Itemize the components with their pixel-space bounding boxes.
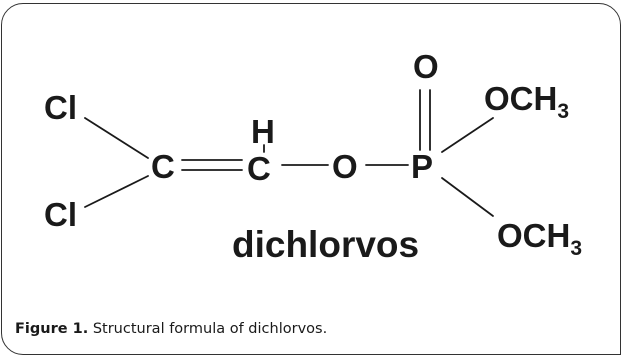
caption-label: Figure 1. [15, 321, 89, 337]
atom-cl-bottom: Cl [44, 196, 77, 233]
atom-ome-bottom: OCH3 [497, 217, 582, 260]
figure-frame [1, 3, 621, 355]
atom-c1: C [151, 148, 175, 185]
atom-p: P [411, 148, 433, 185]
atom-ome-top: OCH3 [484, 80, 569, 123]
bond-p-ome-bottom [441, 177, 494, 217]
atom-h: H [251, 113, 275, 150]
atom-c2: C [247, 150, 271, 187]
bond-cl-bottom-c [84, 175, 149, 208]
atom-o-double: O [413, 48, 439, 85]
compound-name: dichlorvos [232, 224, 420, 265]
atom-cl-top: Cl [44, 89, 77, 126]
bond-cl-top-c [84, 117, 149, 159]
caption-text: Structural formula of dichlorvos. [88, 321, 328, 337]
atom-o-ester: O [332, 148, 358, 185]
bond-p-ome-top [441, 117, 494, 153]
figure-caption: Figure 1. Structural formula of dichlorv… [15, 321, 327, 337]
